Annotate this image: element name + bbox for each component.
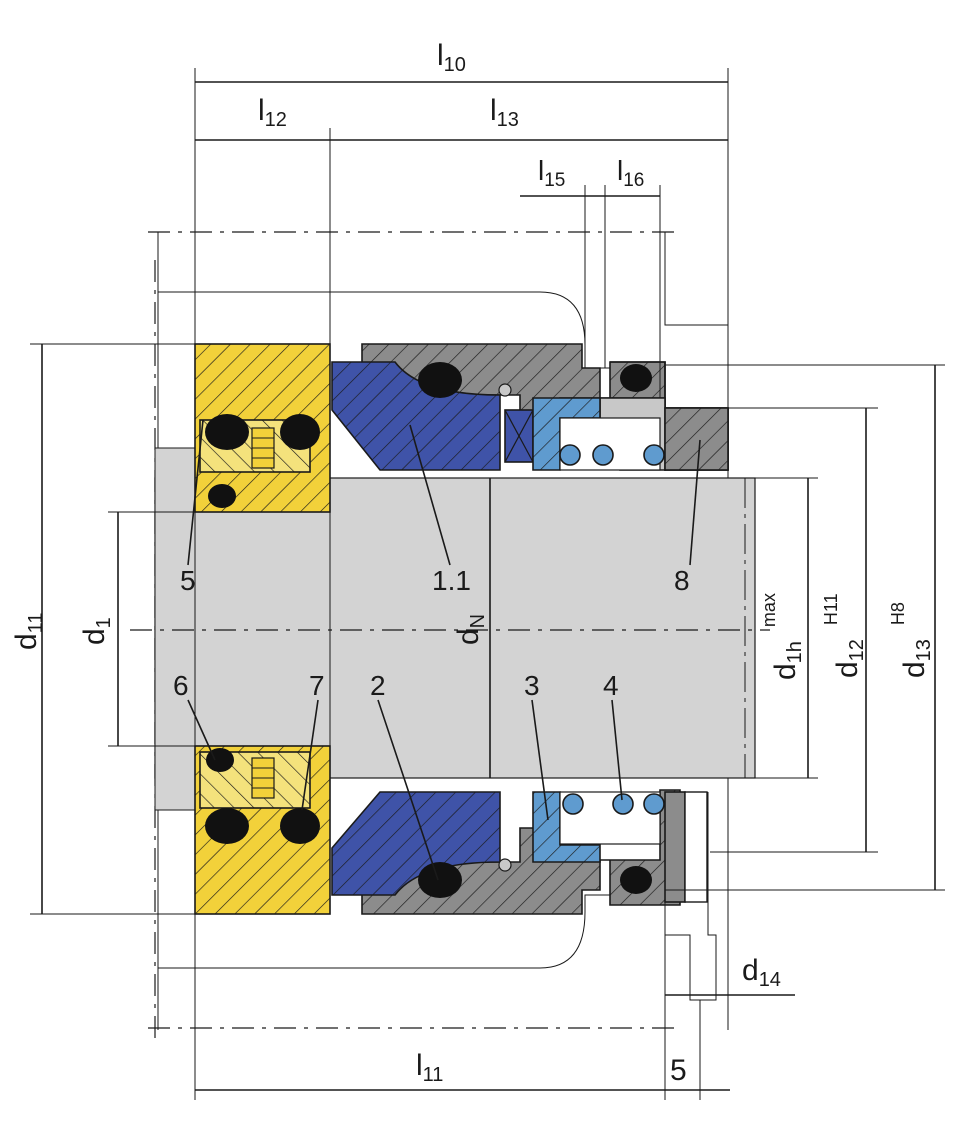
label-five: 5	[670, 1054, 687, 1087]
retainer-plate	[664, 791, 717, 1001]
label-l11: l11	[416, 1049, 443, 1086]
callout-3: 3	[524, 670, 540, 701]
label-d12: d12H11	[821, 593, 868, 678]
part-callouts: 5 1.1 8 6 7 2 3 4	[173, 565, 690, 701]
label-d11: d11	[10, 613, 47, 650]
label-dN: dN	[452, 614, 489, 645]
seat-bottom	[331, 791, 501, 896]
label-d1: d1	[78, 617, 115, 645]
o-rings	[205, 362, 652, 898]
dimension-lines	[30, 68, 945, 1100]
springs	[559, 444, 665, 815]
callout-4: 4	[603, 670, 619, 701]
callout-8: 8	[674, 565, 690, 596]
label-d14: d14	[742, 954, 781, 991]
label-l12: l12	[258, 94, 287, 131]
callout-6: 6	[173, 670, 189, 701]
callout-1-1: 1.1	[432, 565, 471, 596]
label-l13: l13	[490, 94, 519, 131]
label-d13: d13H8	[888, 602, 935, 678]
label-l10: l10	[437, 39, 466, 76]
label-l16: l16	[617, 155, 644, 191]
label-d1h: d1hmax	[759, 593, 806, 680]
label-l15: l15	[538, 155, 565, 191]
dimension-labels: l10 l12 l13 l15 l16 l11 5 d14 d11 d1 dN …	[10, 39, 935, 1087]
callout-2: 2	[370, 670, 386, 701]
leader-lines	[187, 419, 701, 881]
callout-7: 7	[309, 670, 325, 701]
callout-5: 5	[180, 565, 196, 596]
shaft	[130, 447, 770, 811]
